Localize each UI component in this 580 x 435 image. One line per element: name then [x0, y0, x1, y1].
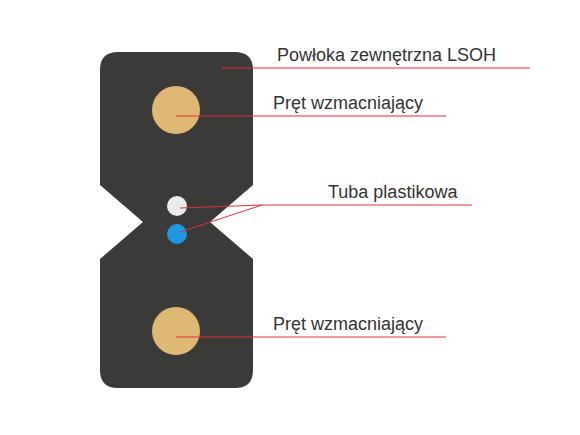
leader-line [262, 205, 472, 206]
fiber-tube-blue [167, 224, 187, 244]
leader-line [180, 205, 262, 208]
part-label: Powłoka zewnętrzna LSOH [277, 46, 496, 64]
leader-lines [176, 68, 530, 337]
fiber-tube-white [167, 196, 187, 216]
strength-rod [152, 307, 200, 355]
part-label: Pręt wzmacniający [273, 94, 423, 112]
outer-sheath [100, 52, 253, 388]
leader-line [180, 205, 262, 232]
strength-rod [152, 86, 200, 134]
leader-line [222, 68, 530, 69]
leader-line [176, 337, 446, 338]
leader-line [176, 116, 446, 117]
part-label: Tuba plastikowa [328, 183, 457, 201]
part-label: Pręt wzmacniający [273, 315, 423, 333]
